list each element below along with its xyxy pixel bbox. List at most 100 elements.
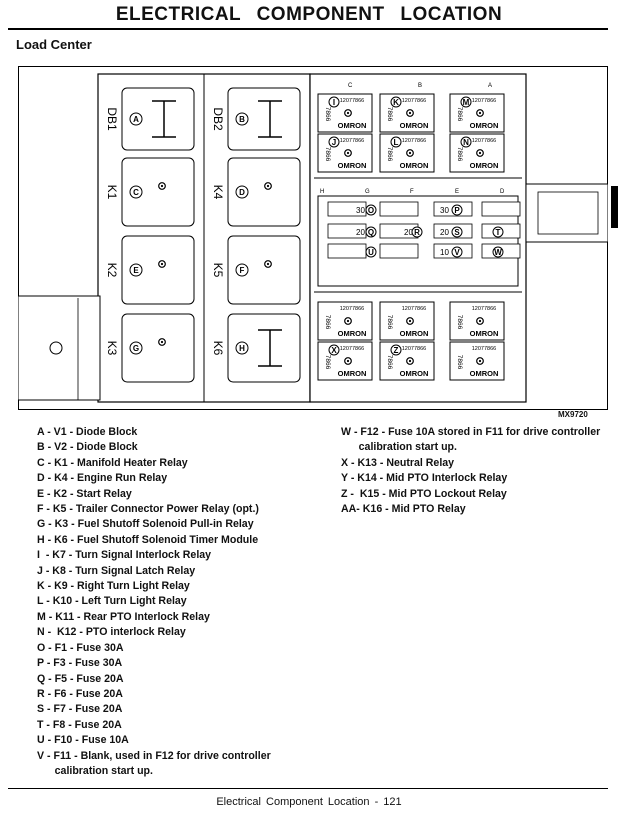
fuse-amp: 30: [356, 206, 365, 215]
legend-item: R - F6 - Fuse 20A: [37, 687, 123, 700]
callout-circle: [129, 341, 143, 355]
figure-id: MX9720: [558, 410, 588, 419]
right-bracket-inner: [537, 191, 599, 235]
callout-circle: [365, 226, 377, 238]
callout-label: H: [239, 344, 245, 353]
callout-label: V: [454, 248, 460, 257]
callout-circle: [328, 96, 340, 108]
footer-text: Electrical Component Location - 121: [216, 796, 402, 808]
relay-brand: OMRON: [338, 161, 367, 170]
terminal-pin-center: [346, 319, 350, 323]
relay-block: [121, 235, 195, 305]
relay-block: [227, 235, 301, 305]
fuse-amp: 20: [356, 228, 365, 237]
relay-brand: OMRON: [400, 329, 429, 338]
callout-label: M: [463, 98, 470, 107]
relay-block: [227, 157, 301, 227]
relay-side-number: 7866: [386, 107, 393, 122]
relay-side-number: 7866: [456, 107, 463, 122]
relay-part-number: 12077866: [472, 306, 496, 312]
relay-block-label: DB1: [105, 107, 119, 131]
callout-circle: [451, 226, 463, 238]
callout-circle: [235, 341, 249, 355]
fuse-slot: [327, 243, 367, 259]
relay-part-number: 12077866: [472, 98, 496, 104]
relay-part-number: 12077866: [340, 138, 364, 144]
legend-item: Y - K14 - Mid PTO Interlock Relay: [341, 472, 508, 485]
callout-label: A: [133, 115, 139, 124]
callout-circle: [365, 204, 377, 216]
terminal-pin-center: [346, 111, 350, 115]
thumb-tab: [611, 186, 618, 228]
callout-circle: [492, 226, 504, 238]
legend-item: K - K9 - Right Turn Light Relay: [37, 580, 190, 593]
callout-label: X: [331, 346, 337, 355]
callout-label: T: [496, 228, 501, 237]
callout-circle: [390, 344, 402, 356]
legend-right: W - F12 - Fuse 10A stored in F11 for dri…: [341, 425, 613, 517]
relay-brand: OMRON: [400, 369, 429, 378]
legend-item: C - K1 - Manifold Heater Relay: [37, 456, 188, 469]
relay-side-number: 7866: [456, 147, 463, 162]
callout-circle: [460, 136, 472, 148]
legend-item: J - K8 - Turn Signal Latch Relay: [37, 564, 196, 577]
relay-block-label: K4: [211, 185, 225, 200]
relay-block: [227, 87, 301, 151]
grid-letter: E: [455, 189, 459, 195]
legend-item: G - K3 - Fuel Shutoff Solenoid Pull-in R…: [37, 518, 254, 531]
relay-brand: OMRON: [470, 161, 499, 170]
terminal-pin-center: [160, 184, 164, 188]
relay-brand: OMRON: [470, 121, 499, 130]
callout-circle: [328, 344, 340, 356]
relay-side-number: 7866: [386, 147, 393, 162]
relay-side-number: 7866: [456, 355, 463, 370]
legend-item: O - F1 - Fuse 30A: [37, 641, 124, 654]
legend-item: AA- K16 - Mid PTO Relay: [341, 503, 466, 516]
callout-label: C: [133, 188, 139, 197]
callout-label: F: [240, 266, 245, 275]
relay-side-number: 7866: [324, 315, 331, 330]
terminal-pin-center: [266, 184, 270, 188]
grid-letter: H: [320, 189, 324, 195]
relay-block-label: K6: [211, 341, 225, 356]
callout-circle: [451, 246, 463, 258]
callout-label: S: [454, 228, 460, 237]
relay-part-number: 12077866: [402, 138, 426, 144]
relay-block: [121, 87, 195, 151]
callout-label: G: [133, 344, 139, 353]
callout-circle: [235, 112, 249, 126]
callout-label: L: [394, 138, 399, 147]
relay-brand: OMRON: [338, 369, 367, 378]
relay-block: [121, 157, 195, 227]
callout-label: W: [494, 248, 502, 257]
relay-brand: OMRON: [400, 121, 429, 130]
relay-part-number: 12077866: [472, 138, 496, 144]
relay-block-label: K2: [105, 263, 119, 278]
section-title: Load Center: [16, 37, 92, 52]
callout-circle: [129, 112, 143, 126]
grid-letter: D: [500, 189, 505, 195]
callout-label: P: [454, 206, 460, 215]
legend-item: X - K13 - Neutral Relay: [341, 456, 455, 469]
terminal-pin-center: [346, 151, 350, 155]
relay-part-number: 12077866: [402, 346, 426, 352]
relay-block: [227, 313, 301, 383]
callout-circle: [390, 136, 402, 148]
relay-brand: OMRON: [470, 329, 499, 338]
terminal-pin-center: [160, 262, 164, 266]
grid-letter: G: [365, 189, 370, 195]
legend-item: H - K6 - Fuel Shutoff Solenoid Timer Mod…: [37, 533, 259, 546]
relay-side-number: 7866: [324, 355, 331, 370]
page-title: ELECTRICAL COMPONENT LOCATION: [115, 4, 503, 25]
relay-brand: OMRON: [400, 161, 429, 170]
callout-circle: [129, 263, 143, 277]
relay-side-number: 7866: [324, 107, 331, 122]
callout-circle: [129, 185, 143, 199]
callout-circle: [365, 246, 377, 258]
legend-item: Z - K15 - Mid PTO Lockout Relay: [341, 487, 507, 500]
terminal-pin-center: [478, 319, 482, 323]
relay-brand: OMRON: [470, 369, 499, 378]
terminal-pin-center: [346, 359, 350, 363]
